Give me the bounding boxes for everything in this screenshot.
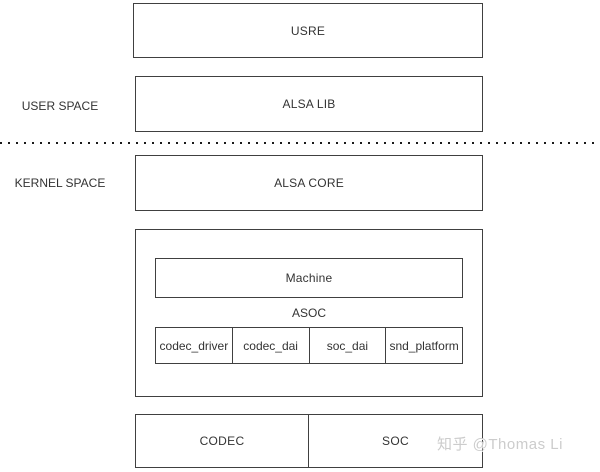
hardware-row: CODEC SOC bbox=[135, 414, 483, 468]
user-kernel-space-divider bbox=[0, 142, 600, 144]
machine-box-label: Machine bbox=[285, 271, 333, 285]
soc-dai-cell-label: soc_dai bbox=[326, 338, 369, 353]
alsa-core-box: ALSA CORE bbox=[135, 155, 483, 211]
soc-box-label: SOC bbox=[382, 434, 409, 448]
machine-box: Machine bbox=[155, 258, 463, 298]
asoc-driver-row: codec_driver codec_dai soc_dai snd_platf… bbox=[155, 327, 463, 364]
codec-dai-cell-label: codec_dai bbox=[243, 338, 298, 353]
snd-platform-cell-label: snd_platform bbox=[389, 338, 459, 353]
codec-dai-cell: codec_dai bbox=[233, 328, 310, 363]
usre-box: USRE bbox=[133, 3, 483, 58]
zhihu-watermark: 知乎 @Thomas Li bbox=[437, 436, 563, 453]
codec-box-label: CODEC bbox=[199, 434, 245, 448]
asoc-container-box: Machine ASOC codec_driver codec_dai soc_… bbox=[135, 229, 483, 397]
alsa-core-box-label: ALSA CORE bbox=[274, 176, 344, 190]
alsa-lib-box-label: ALSA LIB bbox=[282, 97, 336, 111]
user-space-label: USER SPACE bbox=[21, 99, 99, 113]
kernel-space-label: KERNEL SPACE bbox=[14, 176, 106, 190]
soc-dai-cell: soc_dai bbox=[310, 328, 387, 363]
codec-box: CODEC bbox=[136, 415, 309, 467]
usre-box-label: USRE bbox=[290, 23, 326, 38]
codec-driver-cell-label: codec_driver bbox=[159, 338, 229, 353]
alsa-lib-box: ALSA LIB bbox=[135, 76, 483, 132]
snd-platform-cell: snd_platform bbox=[386, 328, 462, 363]
asoc-label: ASOC bbox=[291, 306, 326, 320]
soc-box: SOC bbox=[309, 415, 482, 467]
codec-driver-cell: codec_driver bbox=[156, 328, 233, 363]
